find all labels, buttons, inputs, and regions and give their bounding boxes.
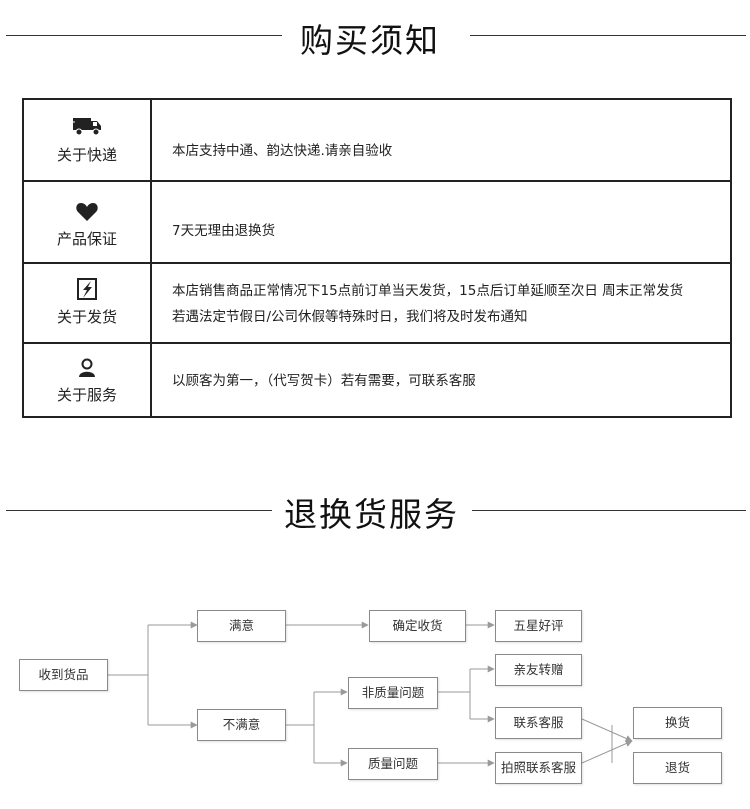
flow-refund: 退货: [633, 752, 722, 784]
flow-five-star-review: 五星好评: [495, 610, 582, 642]
title-divider-left: [6, 35, 282, 36]
notice-row-text: 本店支持中通、韵达快递.请亲自验收: [172, 143, 393, 159]
returns-section-header: 退换货服务: [0, 480, 750, 550]
notice-row-label-cell: 关于快递: [24, 100, 152, 180]
flow-quality-issue: 质量问题: [348, 748, 438, 780]
returns-title: 退换货服务: [284, 495, 459, 534]
heart-icon: [24, 202, 150, 226]
flow-satisfied: 满意: [197, 610, 286, 642]
flow-connectors: [108, 621, 633, 767]
flow-non-quality-issue: 非质量问题: [348, 677, 438, 709]
returns-flowchart: 收到货品 满意 确定收货 五星好评 不满意 非质量问题 亲友转赠 联系客服 质量…: [0, 595, 750, 809]
notice-row-content: 7天无理由退换货: [172, 218, 275, 244]
notice-row-label-cell: 关于发货: [24, 264, 152, 342]
flow-exchange: 换货: [633, 707, 722, 739]
lightning-icon: [24, 278, 150, 304]
truck-icon: [24, 116, 150, 140]
notice-row-label: 关于服务: [56, 386, 117, 404]
purchase-notice-table: 关于快递 本店支持中通、韵达快递.请亲自验收 产品保证 7天无理由退换货: [22, 98, 732, 418]
notice-title: 购买须知: [300, 21, 440, 60]
notice-row-label: 关于快递: [56, 146, 117, 164]
title-divider-left: [6, 510, 272, 511]
notice-row-content: 本店支持中通、韵达快递.请亲自验收: [172, 138, 392, 164]
notice-row-label: 产品保证: [56, 230, 117, 248]
person-icon: [24, 358, 150, 382]
flow-photo-contact-service: 拍照联系客服: [495, 752, 582, 784]
notice-row-text: 7天无理由退换货: [172, 223, 276, 239]
notice-row-service: 关于服务 以顾客为第一，（代写贺卡）若有需要，可联系客服: [24, 342, 730, 416]
flow-contact-service: 联系客服: [495, 707, 582, 739]
flow-gift-to-friends: 亲友转赠: [495, 654, 582, 686]
notice-section-header: 购买须知: [0, 0, 750, 70]
title-divider-right: [472, 510, 746, 511]
notice-row-shipping: 关于快递 本店支持中通、韵达快递.请亲自验收: [24, 100, 730, 180]
notice-row-text: 本店销售商品正常情况下15点前订单当天发货，15点后订单延顺至次日 周末正常发货: [172, 283, 684, 299]
flow-confirm-receipt: 确定收货: [369, 610, 466, 642]
notice-row-label-cell: 关于服务: [24, 344, 152, 416]
flow-received: 收到货品: [19, 659, 108, 691]
notice-row-label-cell: 产品保证: [24, 182, 152, 262]
title-divider-right: [470, 35, 746, 36]
notice-row-content: 以顾客为第一，（代写贺卡）若有需要，可联系客服: [172, 368, 476, 394]
notice-row-text: 以顾客为第一，（代写贺卡）若有需要，可联系客服: [172, 373, 476, 389]
notice-row-dispatch: 关于发货 本店销售商品正常情况下15点前订单当天发货，15点后订单延顺至次日 周…: [24, 262, 730, 342]
notice-row-text: 若遇法定节假日/公司休假等特殊时日，我们将及时发布通知: [172, 309, 528, 325]
notice-row-label: 关于发货: [56, 308, 117, 326]
notice-row-content: 本店销售商品正常情况下15点前订单当天发货，15点后订单延顺至次日 周末正常发货…: [172, 278, 683, 330]
flow-unsatisfied: 不满意: [197, 709, 286, 741]
notice-row-guarantee: 产品保证 7天无理由退换货: [24, 180, 730, 262]
